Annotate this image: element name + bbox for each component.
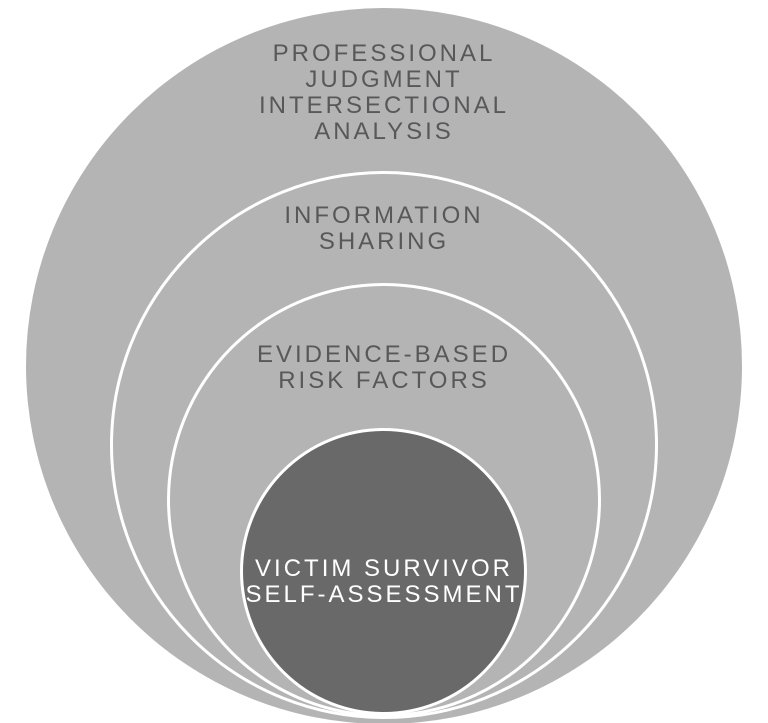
circle-victim-survivor-self-assessment [240,428,527,715]
